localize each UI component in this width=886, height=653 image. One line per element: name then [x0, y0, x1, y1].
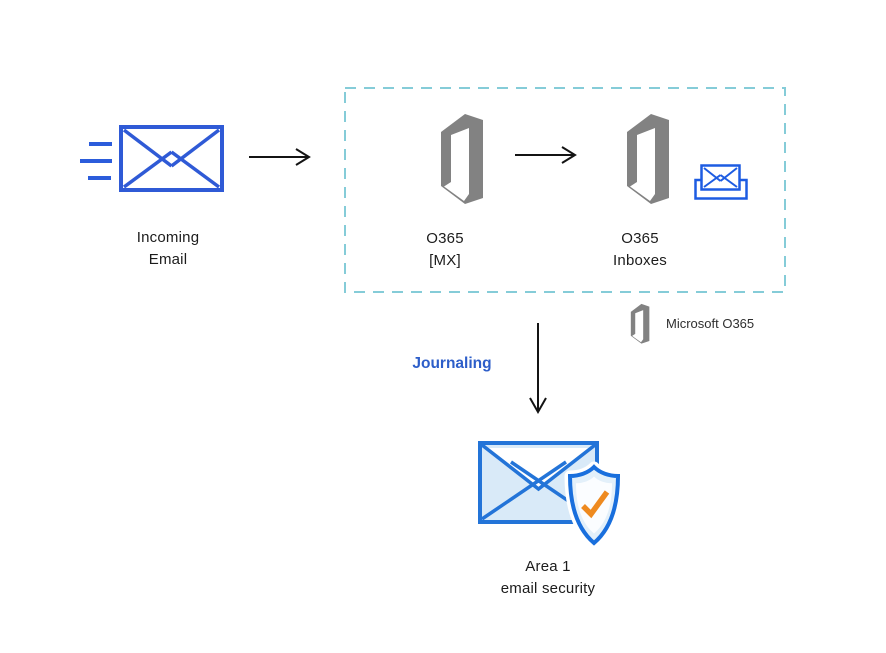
o365-boundary-dashed-box	[344, 87, 786, 293]
legend-label: Microsoft O365	[666, 316, 755, 331]
incoming-email-envelope-icon	[80, 125, 224, 192]
shield-check-icon	[564, 461, 624, 546]
office365-legend-logo-icon	[630, 303, 650, 344]
arrow-right-icon	[249, 148, 311, 166]
incoming-email-label: Incoming Email	[136, 229, 200, 268]
arrow-right-icon	[515, 146, 577, 164]
area1-label: Area 1 email security	[500, 558, 596, 597]
inbox-envelope-tray-icon	[694, 164, 748, 200]
office365-mx-logo-icon	[441, 114, 483, 204]
arrow-down-icon	[529, 323, 547, 415]
o365-inboxes-label: O365 Inboxes	[613, 230, 667, 269]
area1-envelope-shield-icon	[478, 441, 624, 546]
o365-mx-label: O365 [MX]	[426, 230, 464, 269]
office365-inboxes-logo-icon	[627, 114, 669, 204]
journaling-label: Journaling	[412, 355, 492, 372]
